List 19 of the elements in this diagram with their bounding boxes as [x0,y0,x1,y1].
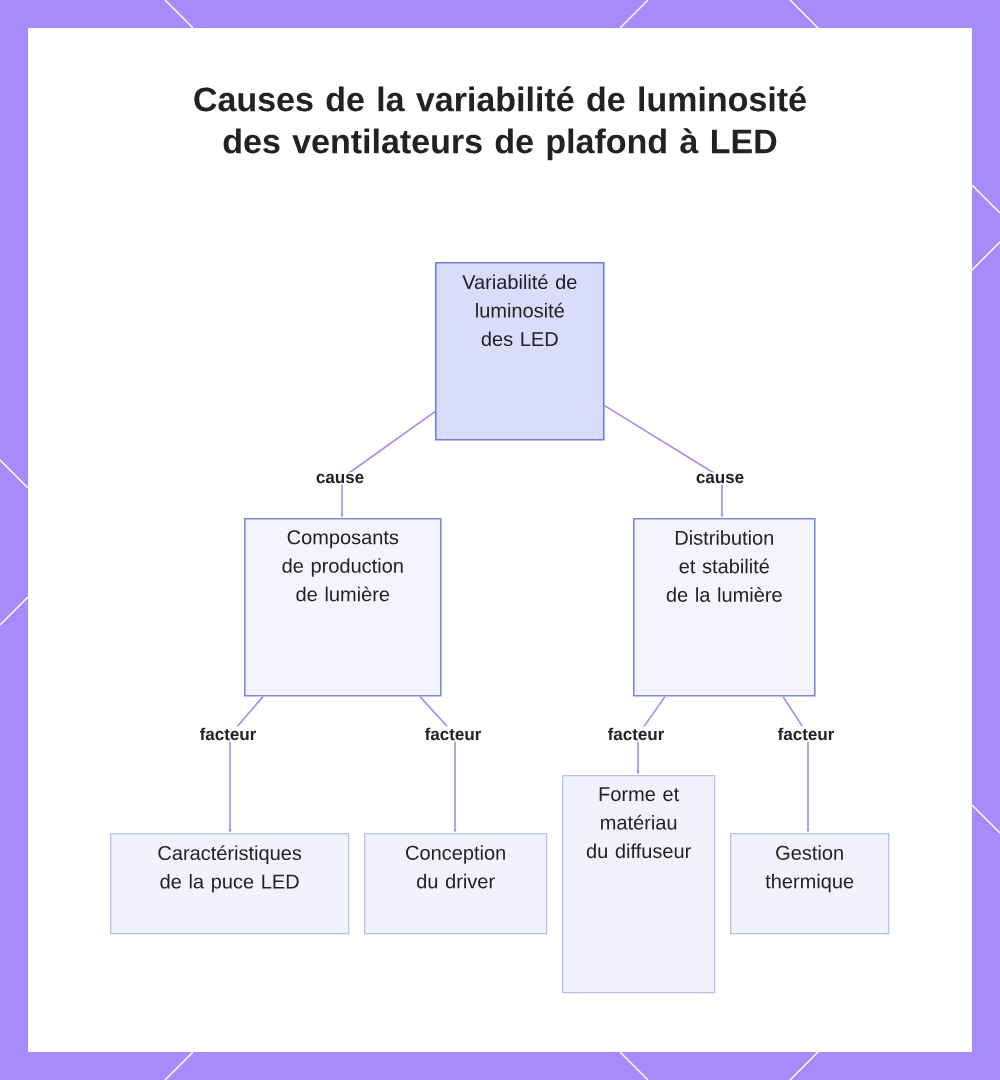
edge-label: cause [314,472,366,485]
arrow [782,695,810,833]
title: Causes de la variabilité de luminosité des ventilateurs de plafond à LED [194,86,806,161]
edge-label: facteur [423,726,483,742]
arrow [419,695,457,833]
arrow [228,695,264,833]
process-box: Distribution et stabilité de la lumière [633,518,816,697]
process-box: Conception du driver [364,833,548,935]
process-box: Forme et matériau du diffuseur [562,775,716,994]
edge-label: facteur [606,726,666,742]
process-box: Gestion thermique [730,833,890,935]
process-box: Caractéristiques de la puce LED [110,833,350,935]
edge-label: facteur [198,726,258,742]
arrow [603,404,724,518]
root-box: Variabilité de luminosité des LED [435,262,605,441]
edge-label: facteur [776,726,836,742]
process-box: Composants de production de lumière [244,518,442,697]
arrow [340,410,436,518]
edge-label: cause [694,472,746,485]
